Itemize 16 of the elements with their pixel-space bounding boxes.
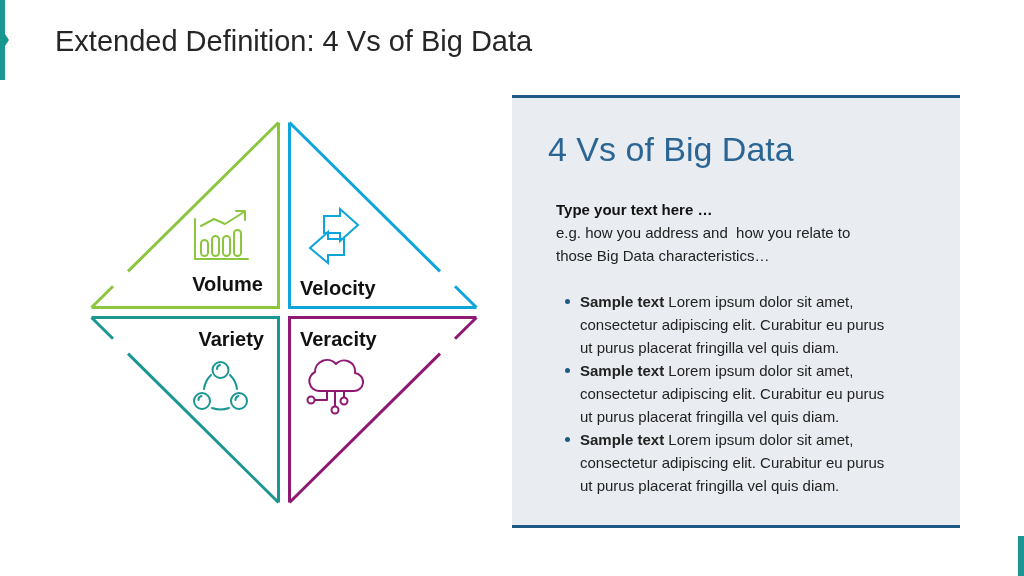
bullet-text: Sample text Lorem ipsum dolor sit amet, consectetur adipiscing elit. Curabitur eu purus ut purus placerat fringilla vel quis diam. (580, 361, 886, 427)
segment-label: Variety (198, 327, 264, 351)
segment-label: Volume (192, 272, 263, 296)
bullet-text: Sample text Lorem ipsum dolor sit amet, consectetur adipiscing elit. Curabitur eu purus ut purus placerat fringilla vel quis diam. (580, 430, 886, 496)
intro-text: e.g. how you address and how you relate to those Big Data characteristics… (556, 223, 852, 266)
segment-label: Velocity (300, 276, 376, 300)
intro-heading: Type your text here … (556, 200, 713, 220)
text-panel (512, 95, 960, 528)
segment-label: Veracity (300, 327, 377, 351)
triangle-segment (90, 121, 280, 309)
triangle-segment (90, 316, 280, 504)
panel-heading: 4 Vs of Big Data (548, 129, 794, 170)
triangle-segment (288, 121, 478, 309)
bullet-text: Sample text Lorem ipsum dolor sit amet, consectetur adipiscing elit. Curabitur eu purus ut purus placerat fringilla vel quis diam. (580, 292, 886, 358)
slide-title: Extended Definition: 4 Vs of Big Data (55, 24, 533, 59)
triangle-segment (288, 316, 478, 504)
